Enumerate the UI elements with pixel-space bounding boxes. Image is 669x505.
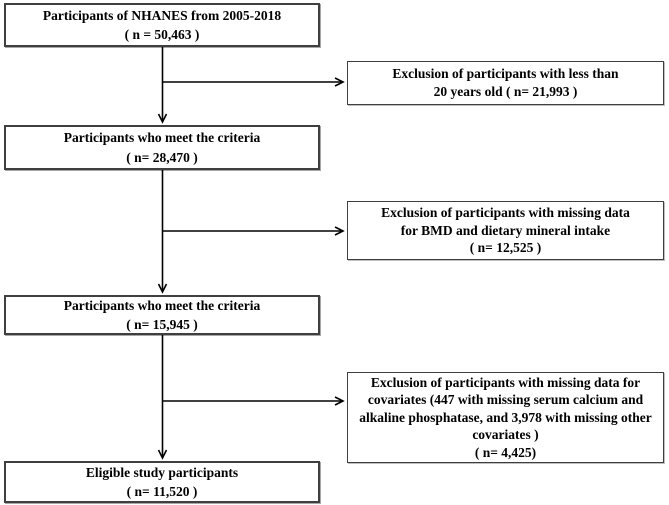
box-meet-criteria-1: Participants who meet the criteria ( n= … (4, 125, 320, 170)
box-exclusion-under-20: Exclusion of participants with less than… (347, 61, 664, 105)
box-nhanes-participants-label: Participants of NHANES from 2005-2018 ( … (42, 7, 282, 42)
box-exclusion-missing-covariates-label: Exclusion of participants with missing d… (359, 374, 652, 460)
box-exclusion-under-20-label: Exclusion of participants with less than… (392, 66, 619, 99)
box-eligible-participants-label: Eligible study participants ( n= 11,520 … (85, 464, 239, 499)
box-exclusion-missing-bmd-intake: Exclusion of participants with missing d… (347, 201, 664, 260)
box-exclusion-missing-bmd-intake-label: Exclusion of participants with missing d… (381, 205, 630, 256)
box-meet-criteria-2: Participants who meet the criteria ( n= … (4, 295, 320, 335)
box-meet-criteria-1-label: Participants who meet the criteria ( n= … (63, 130, 261, 165)
box-eligible-participants: Eligible study participants ( n= 11,520 … (4, 461, 320, 503)
box-meet-criteria-2-label: Participants who meet the criteria ( n= … (63, 297, 261, 332)
box-nhanes-participants: Participants of NHANES from 2005-2018 ( … (4, 3, 320, 47)
box-exclusion-missing-covariates: Exclusion of participants with missing d… (347, 372, 664, 463)
